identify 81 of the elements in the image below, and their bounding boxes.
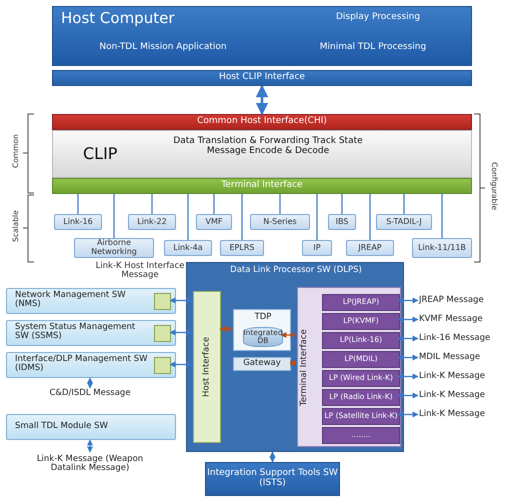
panel-title: Host Computer: [61, 10, 176, 26]
arrow: [256, 84, 268, 116]
connector-line: [279, 194, 281, 214]
connector-line: [213, 194, 215, 214]
software-box: [6, 288, 176, 314]
arrow: [397, 336, 419, 342]
message-text: Link-K Message (Weapon Datalink Message): [30, 452, 150, 476]
arrow: [289, 360, 297, 366]
host-computer-panel: [52, 6, 472, 66]
connector-line: [241, 194, 243, 240]
protocol-box: IBS: [328, 214, 356, 230]
protocol-box: Link-4a: [164, 240, 212, 256]
interface-bar: Common Host Interface(CHI): [52, 114, 472, 130]
connector-line: [113, 194, 115, 238]
protocol-box: N-Series: [250, 214, 310, 230]
arrow: [270, 451, 276, 463]
protocol-box: Airborne Networking: [74, 238, 154, 258]
arrow: [397, 354, 419, 360]
arrow: [397, 298, 419, 304]
protocol-box: JREAP: [346, 240, 394, 256]
message-text: JREAP Message: [418, 292, 506, 309]
group-title: Terminal Interface: [300, 328, 310, 408]
function-label: Non-TDL Mission Application: [98, 43, 228, 53]
port-box: [154, 293, 171, 310]
group-title: Data Link Processor SW (DLPS): [229, 266, 363, 276]
message-text: Link-K Message: [418, 406, 506, 423]
protocol-box: Link-22: [128, 214, 176, 230]
interface-bar: Host Interface: [193, 291, 221, 443]
gateway-box: Gateway: [233, 357, 291, 371]
interface-bar: Host CLIP Interface: [52, 70, 472, 86]
group-title: TDP: [254, 313, 272, 322]
arrow: [87, 439, 93, 453]
arrow: [169, 362, 193, 368]
connector-line: [151, 194, 153, 214]
arrow: [397, 316, 419, 322]
port-box: [154, 357, 171, 374]
message-text: Link-K Message: [418, 387, 506, 404]
arrow: [397, 374, 419, 380]
connector-line: [316, 194, 318, 240]
message-text: MDIL Message: [418, 349, 506, 366]
connector-line: [341, 194, 343, 214]
note-text: Link-K Host Interface Message: [94, 262, 186, 281]
arrow: [397, 392, 419, 398]
message-text: C&D/ISDL Message: [40, 388, 140, 400]
interface-panel: [297, 287, 401, 447]
arrow: [219, 326, 233, 332]
protocol-box: VMF: [196, 214, 232, 230]
group-title: Network Management SW (NMS): [15, 291, 127, 310]
message-text: Link-16 Message: [418, 330, 506, 347]
message-text: KVMF Message: [418, 311, 506, 328]
software-box: [6, 320, 176, 346]
protocol-box: Link-16: [54, 214, 102, 230]
group-title: System Status Management SW (SSMS): [15, 323, 136, 342]
software-box: [6, 352, 176, 378]
arrow: [169, 330, 193, 336]
group-title: Interface/DLP Management SW (IDMS): [15, 355, 149, 374]
arrow: [397, 412, 419, 418]
port-box: [154, 325, 171, 342]
function-list: Data Translation & Forwarding Track State Message Encode & Decode: [173, 137, 363, 157]
module-title: CLIP: [83, 145, 118, 163]
interface-bar: Integration Support Tools SW (ISTS): [205, 462, 340, 496]
module-panel: [52, 130, 472, 178]
message-text: Link-K Message: [418, 368, 506, 385]
arrow: [280, 332, 297, 338]
function-label: Display Processing: [334, 13, 422, 23]
processor-panel: [186, 262, 404, 452]
protocol-box: Link-11/11B: [412, 238, 472, 258]
arrow: [169, 298, 193, 304]
protocol-box: EPLRS: [220, 240, 264, 256]
connector-line: [403, 194, 405, 214]
connector-line: [77, 194, 79, 214]
protocol-box: IP: [302, 240, 332, 256]
function-label: Minimal TDL Processing: [318, 43, 428, 53]
connector-line: [187, 194, 189, 240]
connector-line: [441, 194, 443, 238]
software-box: Small TDL Module SW: [6, 414, 176, 440]
arrow: [87, 377, 93, 389]
processor-box: [233, 309, 291, 351]
protocol-box: S-TADIL-J: [376, 214, 432, 230]
connector-line: [369, 194, 371, 240]
interface-bar: Terminal Interface: [52, 178, 472, 194]
